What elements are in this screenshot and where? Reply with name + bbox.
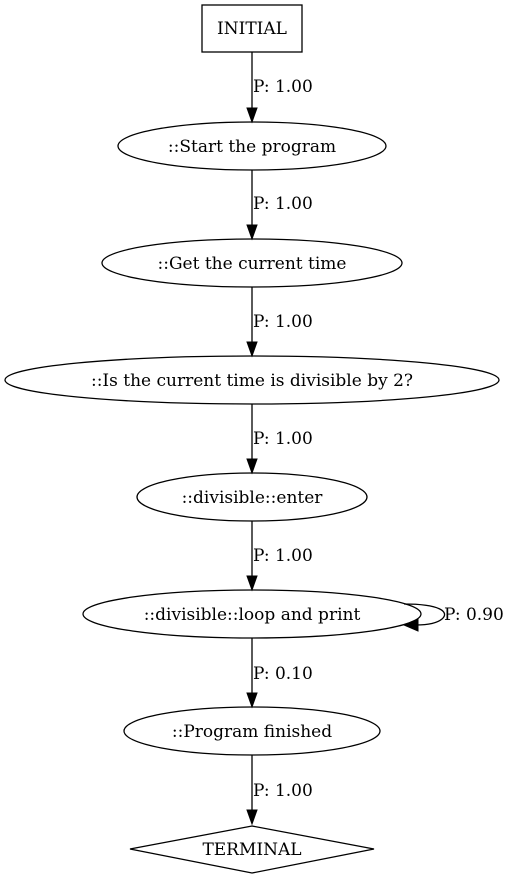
arrowhead [246,692,258,709]
edge-enter-to-loop: P: 1.00 [246,521,313,592]
edge-self-loop-curve [403,603,446,626]
node-get-current-time: ::Get the current time [101,238,403,288]
edge-check-to-enter: P: 1.00 [246,404,313,475]
arrowhead [246,224,258,241]
edge-label: P: 1.00 [253,781,313,801]
node-initial-label: INITIAL [217,19,287,39]
arrowhead [246,107,258,124]
node-initial: INITIAL [201,4,303,53]
node-loop-and-print-label: ::divisible::loop and print [144,605,361,625]
arrowhead [246,809,258,826]
arrowhead [246,341,258,358]
node-divisible-enter: ::divisible::enter [136,472,368,522]
node-get-current-time-label: ::Get the current time [158,254,347,274]
node-start-program: ::Start the program [117,121,387,171]
node-terminal-label: TERMINAL [202,840,301,860]
node-terminal-diamond [129,825,375,874]
node-divisible-check-label: ::Is the current time is divisible by 2? [91,371,413,391]
node-initial-box [201,4,303,53]
node-divisible-check: ::Is the current time is divisible by 2? [4,355,500,405]
node-loop-and-print: ::divisible::loop and print [82,589,422,639]
node-divisible-enter-label: ::divisible::enter [182,488,324,508]
edge-label: P: 1.00 [253,312,313,332]
edge-label: P: 1.00 [253,429,313,449]
node-terminal: TERMINAL [129,825,375,874]
arrowhead [246,458,258,475]
edge-start-to-get-time: P: 1.00 [246,170,313,241]
node-program-finished-label: ::Program finished [172,722,332,742]
edge-initial-to-start: P: 1.00 [246,52,313,124]
arrowhead [246,575,258,592]
edge-label: P: 1.00 [253,546,313,566]
edge-label: P: 0.10 [253,664,313,684]
edge-label: P: 1.00 [253,194,313,214]
arrowhead [402,618,419,632]
node-start-program-label: ::Start the program [168,137,336,157]
node-program-finished: ::Program finished [123,706,381,756]
edge-label: P: 1.00 [253,77,313,97]
edge-loop-to-finished: P: 0.10 [246,638,313,709]
edge-label: P: 0.90 [444,605,504,625]
edge-loop-self: P: 0.90 [402,603,504,632]
edge-get-time-to-check: P: 1.00 [246,287,313,358]
edge-finished-to-terminal: P: 1.00 [246,755,313,826]
